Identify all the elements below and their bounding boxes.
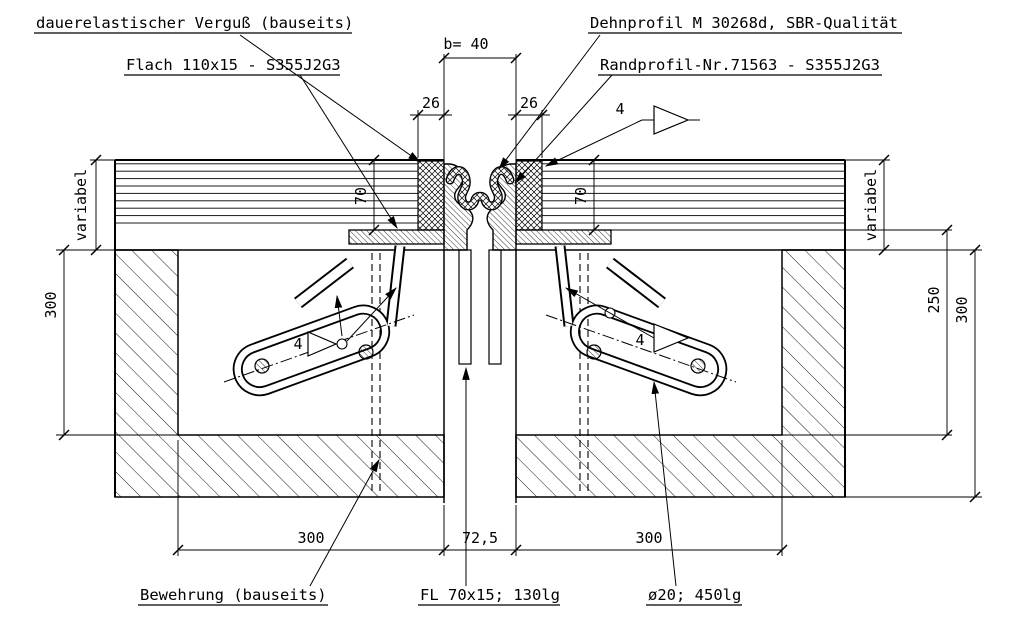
callout-randprofil: Randprofil-Nr.71563 - S355J2G3 (600, 56, 880, 74)
dim-variabel-left: variabel (72, 169, 90, 241)
callout-bewehrung: Bewehrung (bauseits) (140, 586, 327, 604)
edge-profiles (443, 163, 517, 251)
asphalt-hatch-right (542, 163, 845, 229)
fl-plate-right (488, 249, 502, 365)
weld-triangle-icon (653, 323, 690, 353)
bar-section-icon (690, 358, 706, 374)
leader-randprofil (514, 74, 613, 184)
joint-gap-edges (443, 250, 517, 503)
dim-26-right: 26 (520, 94, 538, 112)
leader-lines (239, 34, 700, 587)
rubber-profile (445, 166, 515, 211)
callout-dehnprofil: Dehnprofil M 30268d, SBR-Qualität (590, 14, 898, 32)
leg-right-core (556, 245, 573, 327)
sealant-right (515, 160, 543, 231)
leader-verguss (239, 34, 421, 163)
dashed-bars-right (579, 253, 589, 492)
dim-70-left: 70 (352, 187, 370, 205)
steel-flats (348, 229, 612, 245)
dim-250-right: 250 (925, 286, 943, 313)
weld-triangle-icon (307, 331, 338, 357)
sealant-left (417, 160, 445, 231)
bar-section-icon (586, 344, 602, 360)
asphalt-hatch-left (115, 163, 418, 229)
leader-dehnprofil (498, 34, 601, 170)
leader-weld-left-1 (346, 287, 397, 342)
dim-300-bottom-right: 300 (635, 529, 662, 547)
leader-weld-left-2 (334, 294, 343, 337)
dim-300-left-v: 300 (42, 291, 60, 318)
weld-triangle-icon (653, 105, 690, 135)
weld-symbols (307, 105, 690, 357)
callout-labels: dauerelastischer Verguß (bauseits) Flach… (34, 14, 902, 606)
extension-lines (56, 54, 982, 556)
leader-weld-top (545, 119, 643, 167)
leader-bewehrung (309, 459, 380, 587)
crank-bar-right-core (607, 259, 665, 307)
flat-left (348, 229, 445, 245)
site-rebar-dashed (371, 253, 589, 492)
flat-right (515, 229, 612, 245)
callout-fl-plate: FL 70x15; 130lg (420, 586, 560, 604)
leg-left-core (387, 245, 404, 327)
dim-300-bottom-left: 300 (297, 529, 324, 547)
pavement-slabs (115, 159, 845, 251)
dim-b40: b= 40 (443, 35, 488, 53)
dimension-ticks (58, 52, 981, 556)
weld-size-left: 4 (293, 335, 302, 353)
dashed-bars-left (371, 253, 381, 492)
dimension-labels: b= 40 26 26 4 variabel 300 70 70 variabe… (42, 35, 971, 547)
leader-rebar-loop (651, 380, 677, 587)
weld-size-right: 4 (635, 331, 644, 349)
dim-variabel-right: variabel (862, 169, 880, 241)
weld-size-top: 4 (615, 100, 624, 118)
crank-bar-left-core (295, 259, 353, 307)
loop-axis-right (545, 314, 737, 383)
fl-plate-left (458, 249, 472, 365)
callout-verguss: dauerelastischer Verguß (bauseits) (36, 14, 353, 32)
dim-26-left: 26 (422, 94, 440, 112)
dim-70-right: 70 (572, 187, 590, 205)
bar-section-icon (254, 358, 270, 374)
fl-anchor-plates (458, 249, 502, 365)
callout-flach: Flach 110x15 - S355J2G3 (126, 56, 341, 74)
leader-flach (299, 74, 398, 229)
bar-section-icon (358, 344, 374, 360)
weld-point-icon (336, 338, 348, 350)
rubber-hatch (447, 167, 513, 209)
callout-rebar-loop: ø20; 450lg (648, 586, 741, 604)
dim-72-5: 72,5 (462, 529, 498, 547)
leader-weld-right (565, 287, 655, 339)
loop-anchors (223, 245, 737, 397)
dim-300-right-v: 300 (953, 296, 971, 323)
